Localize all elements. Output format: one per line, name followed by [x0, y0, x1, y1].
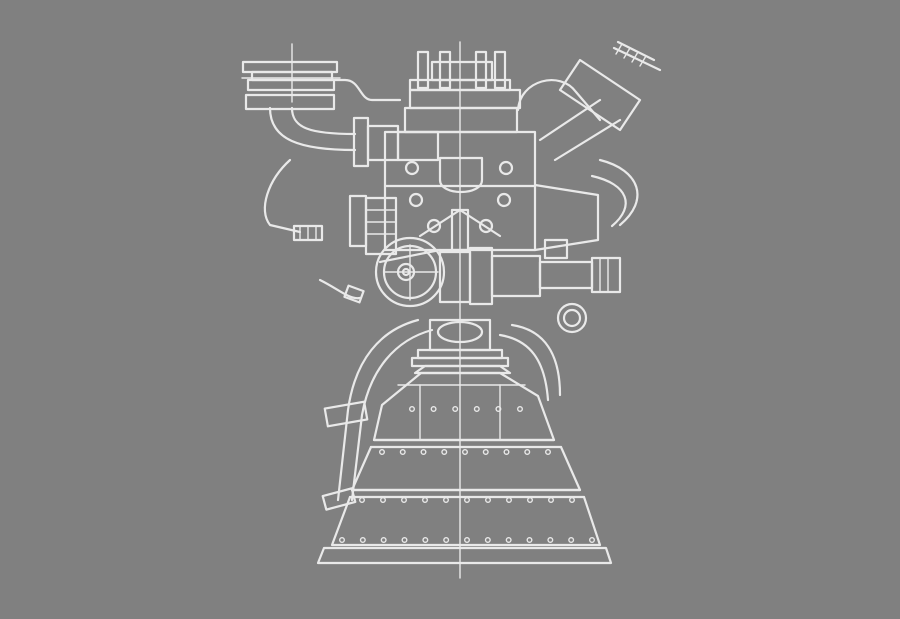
rivet: [569, 497, 576, 504]
rivet: [422, 537, 429, 544]
rivet: [526, 537, 533, 544]
rivet: [452, 406, 459, 413]
rivet: [443, 537, 450, 544]
rivet: [473, 406, 480, 413]
nozzle-rivets: [339, 406, 596, 544]
left-manifold: [241, 60, 440, 304]
rivet: [420, 449, 427, 456]
rivet: [495, 406, 502, 413]
rivet: [548, 497, 555, 504]
rivet: [359, 537, 366, 544]
rivet: [568, 537, 575, 544]
rivet: [359, 497, 366, 504]
rivet: [443, 497, 450, 504]
rivet: [430, 406, 437, 413]
rivet: [485, 497, 492, 504]
turbopump: [374, 236, 622, 308]
rivet: [464, 497, 471, 504]
rivet: [379, 449, 386, 456]
rivet: [545, 449, 552, 456]
rivet: [409, 406, 416, 413]
rivet: [339, 537, 346, 544]
feed-pipes: [321, 302, 588, 511]
rivet: [482, 449, 489, 456]
rivet: [441, 449, 448, 456]
rivet: [517, 406, 524, 413]
rivet: [503, 449, 510, 456]
rivet: [401, 537, 408, 544]
rivet: [524, 449, 531, 456]
rivet: [505, 537, 512, 544]
rivet: [399, 449, 406, 456]
nozzle-throat: [410, 318, 512, 375]
rivet: [484, 537, 491, 544]
powerhead: [383, 50, 537, 252]
rivet: [527, 497, 534, 504]
rivet: [464, 537, 471, 544]
rivet: [506, 497, 513, 504]
rivet: [380, 497, 387, 504]
rivet: [547, 537, 554, 544]
right-duct: [516, 40, 662, 260]
rivet: [422, 497, 429, 504]
rivet: [401, 497, 408, 504]
rivet: [589, 537, 596, 544]
rivet: [462, 449, 469, 456]
rivet: [380, 537, 387, 544]
